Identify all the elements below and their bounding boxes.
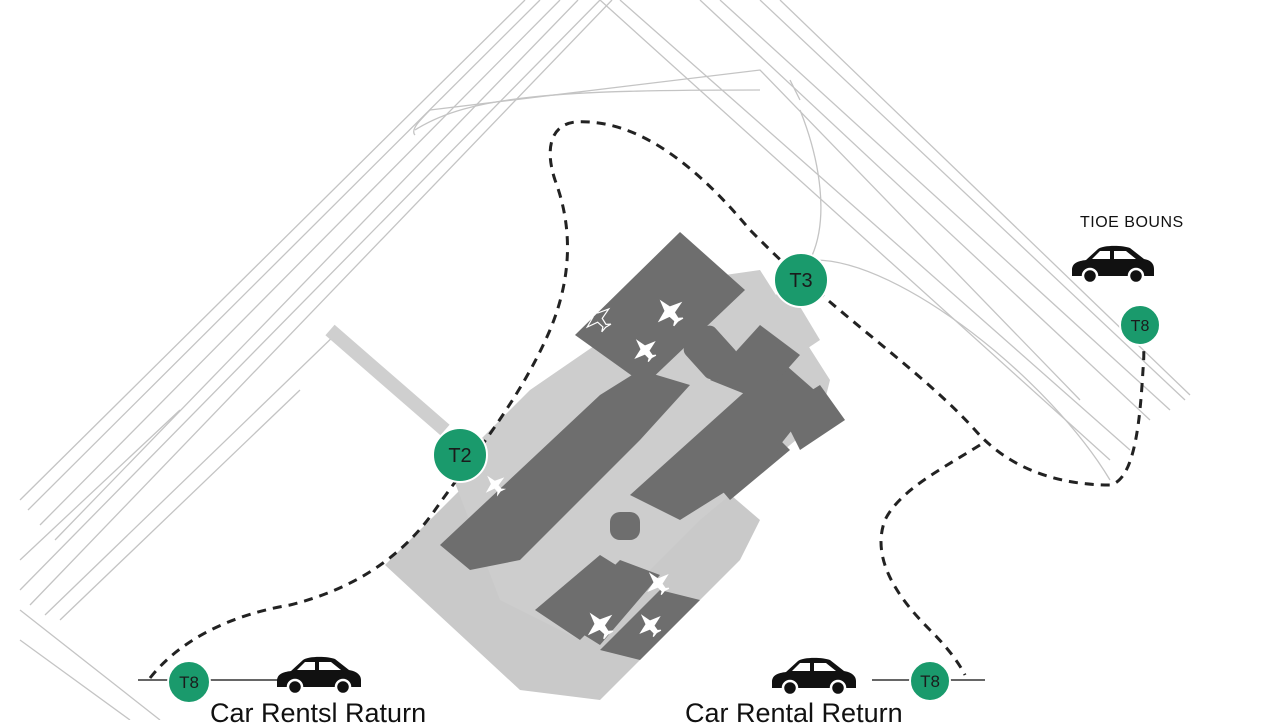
airplane-icon	[587, 612, 614, 640]
route-east	[803, 278, 1146, 487]
runway-lines	[19, 0, 1191, 720]
airplane-icon	[639, 614, 662, 638]
terminal-buildings	[440, 232, 845, 660]
terminal-label: T8	[920, 672, 940, 691]
airplane-icon	[585, 305, 612, 333]
airplane-icons	[485, 299, 684, 640]
terminal-badge-t8-right[interactable]: T8	[1119, 304, 1161, 346]
terminal-label: T8	[179, 673, 199, 692]
car-rental-return-label-right: Car Rental Return	[685, 698, 903, 728]
car-icon[interactable]	[1072, 245, 1154, 285]
dashed-routes	[148, 120, 1146, 679]
airplane-icon	[647, 572, 670, 596]
route-south	[879, 443, 981, 676]
airplane-icon	[634, 339, 657, 363]
car-icon[interactable]	[277, 656, 361, 696]
terminal-badge-t2[interactable]: T2	[432, 427, 488, 483]
terminal-label: T2	[448, 445, 471, 467]
terminal-label: T8	[1131, 318, 1150, 335]
route-main	[148, 120, 806, 679]
airplane-icon	[657, 299, 684, 327]
terminal-badge-t8-bottom-right[interactable]: T8	[909, 660, 951, 702]
terminal-badge-t3[interactable]: T3	[773, 252, 829, 308]
car-icon[interactable]	[772, 657, 856, 697]
car-label-top-right: TIOE BOUNS	[1080, 214, 1184, 231]
airplane-icon	[485, 475, 507, 497]
car-rental-return-label-left: Car Rentsl Raturn	[210, 698, 427, 728]
terminal-badge-t8-bottom-left[interactable]: T8	[167, 660, 211, 704]
terminal-label: T3	[789, 270, 812, 292]
